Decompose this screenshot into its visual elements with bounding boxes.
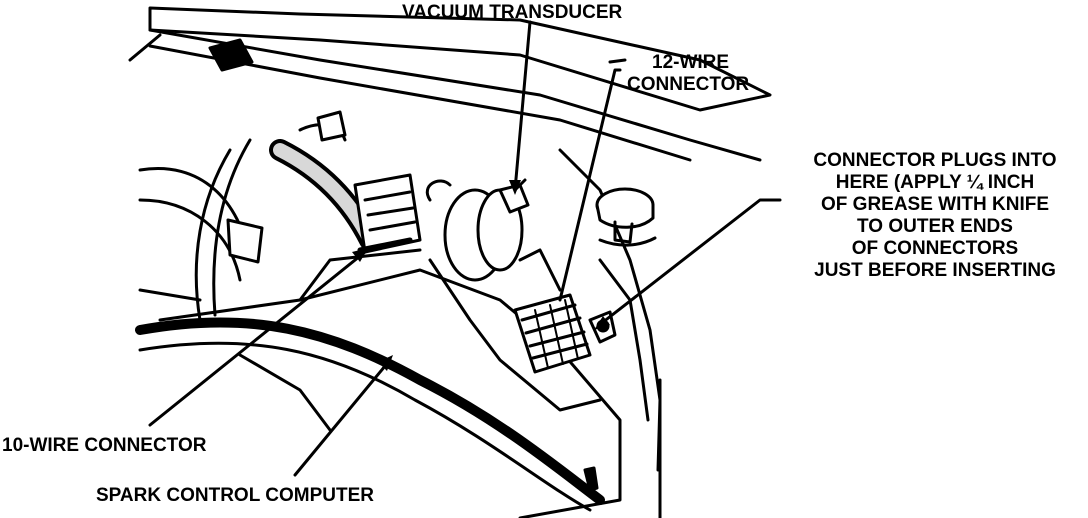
note-line-5: OF CONNECTORS <box>851 238 1019 259</box>
note-line-6: JUST BEFORE INSERTING <box>814 260 1056 281</box>
vacuum-transducer <box>426 178 530 282</box>
label-spark-control-computer: SPARK CONTROL COMPUTER <box>96 485 374 506</box>
note-line-3: OF GREASE WITH KNIFE <box>821 194 1049 215</box>
spark-control-computer <box>135 248 622 518</box>
twelve-wire-connector <box>513 248 592 374</box>
installation-note: CONNECTOR PLUGS INTO HERE (APPLY ¼ INCH … <box>790 150 1080 282</box>
leader-12-wire <box>558 68 622 302</box>
note-line-4: TO OUTER ENDS <box>857 216 1013 237</box>
mounting-stud <box>583 466 599 492</box>
hood-latch-icon <box>208 38 254 72</box>
leader-lines <box>148 20 782 477</box>
label-12-wire-line1: 12-WIRE <box>652 52 730 73</box>
leader-spark-computer <box>293 358 392 477</box>
label-12-wire-line2: CONNECTOR <box>627 74 750 95</box>
fitting-knob <box>595 187 657 247</box>
hood-panel <box>128 6 772 162</box>
label-vacuum-transducer: VACUUM TRANSDUCER <box>402 2 623 23</box>
label-10-wire-connector: 10-WIRE CONNECTOR <box>2 435 207 456</box>
note-line-2: HERE (APPLY ¼ INCH <box>835 172 1035 193</box>
note-line-1: CONNECTOR PLUGS INTO <box>813 150 1057 171</box>
leader-vacuum-transducer <box>513 20 532 192</box>
ten-wire-connector <box>353 173 422 254</box>
leader-10-wire <box>148 250 367 427</box>
leader-note <box>596 198 782 328</box>
